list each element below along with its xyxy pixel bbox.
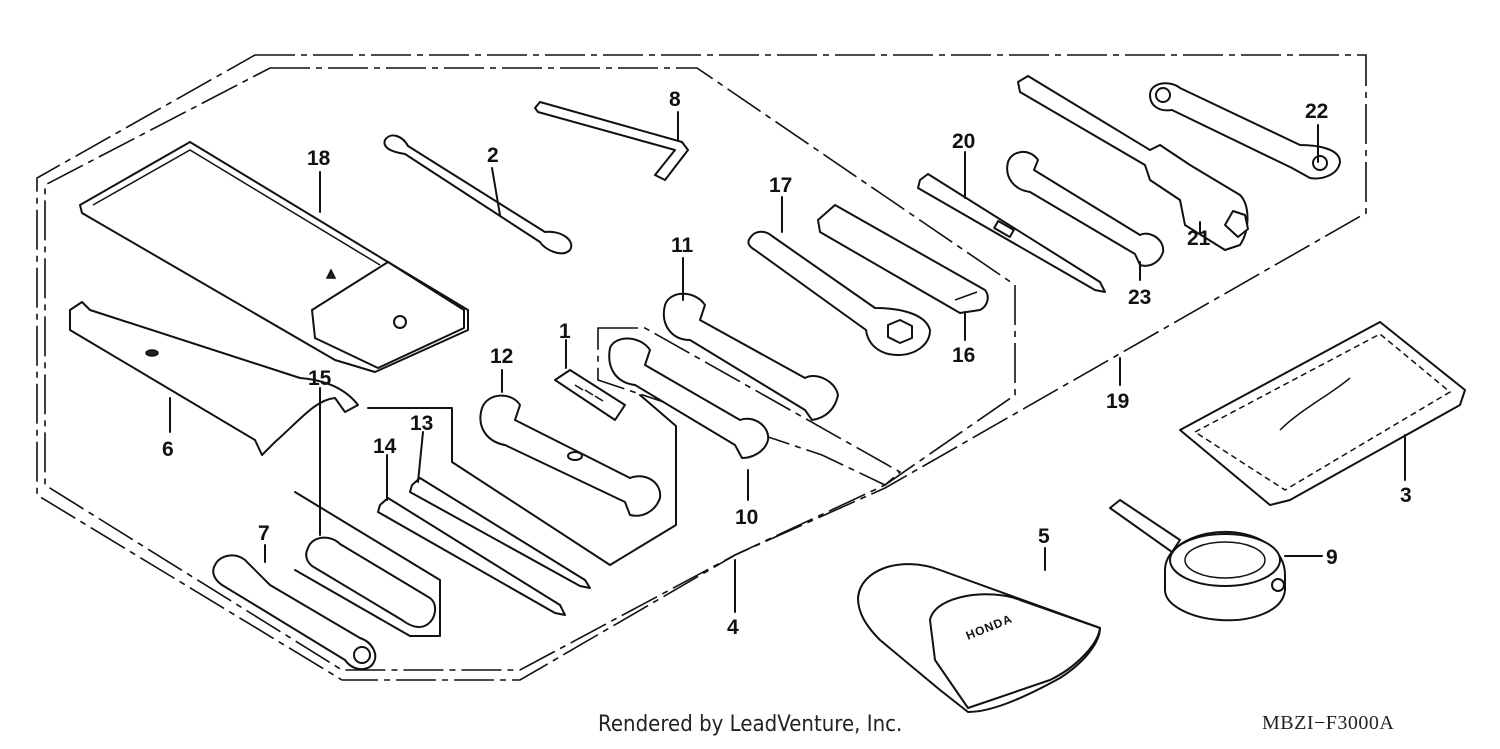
callout-2: 2 (487, 144, 499, 167)
pin-spanner (69, 301, 359, 456)
wrench-23 (1006, 151, 1165, 267)
credit-text: Rendered by LeadVenture, Inc. (598, 712, 903, 737)
wrench-11 (662, 292, 839, 421)
callout-23: 23 (1128, 286, 1151, 309)
pin-wrench (383, 134, 573, 255)
callout-16: 16 (952, 344, 975, 367)
fuse-puller (554, 369, 626, 421)
callout-10: 10 (735, 506, 758, 529)
callout-1: 1 (559, 320, 571, 343)
wrench-12 (479, 394, 662, 517)
ring-wrench (1149, 82, 1341, 180)
kit-boundary-19 (36, 54, 1367, 681)
callout-14: 14 (373, 435, 397, 458)
screwdriver-handle (305, 536, 436, 628)
callout-17: 17 (769, 174, 792, 197)
callout-21: 21 (1187, 227, 1211, 250)
callout-4: 4 (727, 616, 739, 639)
leader-lines (169, 111, 1406, 613)
handle-tube (817, 204, 989, 314)
screwdriver-20 (917, 173, 1106, 293)
callout-11: 11 (671, 234, 694, 257)
callout-3: 3 (1400, 484, 1412, 507)
callout-20: 20 (952, 130, 975, 153)
pouch (1179, 321, 1466, 506)
callout-9: 9 (1326, 546, 1338, 569)
plug-wrench (1017, 75, 1249, 251)
gauge-bag: HONDA (857, 563, 1101, 713)
kit-boundary-4 (44, 67, 1016, 671)
extension-bar (212, 554, 377, 671)
callout-7: 7 (258, 522, 270, 545)
callout-13: 13 (410, 412, 433, 435)
wrench-10 (608, 337, 770, 459)
hex-key (534, 101, 689, 181)
group-boundary-7-15 (294, 491, 441, 637)
group-boundary-10-11 (597, 327, 902, 486)
callout-8: 8 (669, 88, 681, 111)
diagram-part-number: MBZI−F3000A (1262, 712, 1395, 734)
tire-gauge (1109, 499, 1286, 622)
callout-18: 18 (307, 147, 331, 170)
callout-22: 22 (1305, 100, 1328, 123)
group-boundary-12-14 (367, 394, 677, 566)
screwdriver-13 (409, 477, 591, 589)
callout-12: 12 (490, 345, 513, 368)
callout-5: 5 (1038, 525, 1050, 548)
callout-6: 6 (162, 438, 174, 461)
tool-bag (79, 141, 469, 373)
callout-19: 19 (1106, 390, 1129, 413)
box-wrench (747, 230, 931, 356)
callout-15: 15 (308, 367, 332, 390)
